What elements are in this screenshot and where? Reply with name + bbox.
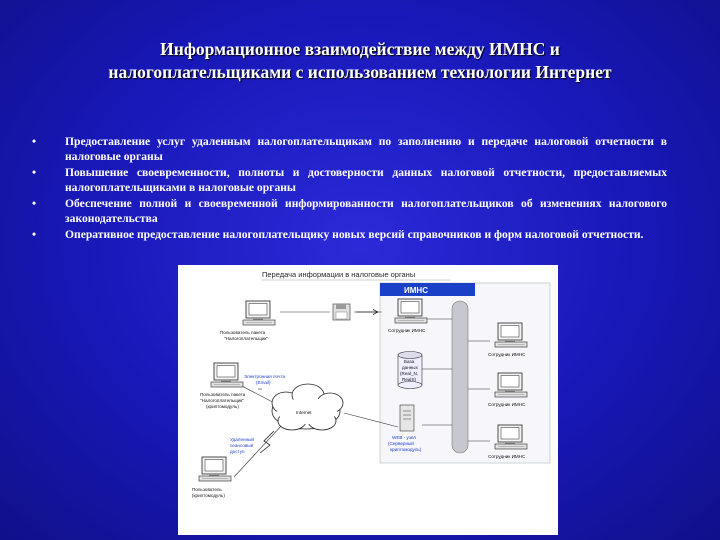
bullet-dot: • xyxy=(32,166,37,179)
employee-label: Сотрудник ИМНС xyxy=(488,402,526,407)
database-label-line: данных xyxy=(402,365,419,370)
bullet-item: • Оперативное предоставление налогоплател… xyxy=(32,228,667,243)
web-node-label-line: (Серверный xyxy=(388,440,414,446)
bullet-text: Обеспечение полной и своевременной инфор… xyxy=(65,197,667,225)
user-pkg-2-label-line: (криптомодуль) xyxy=(206,404,239,409)
link-user-cloud xyxy=(233,424,283,478)
slide-title: Информационное взаимодействие между ИМНС… xyxy=(40,38,680,84)
bullet-dot: • xyxy=(32,228,37,241)
bullet-dot: • xyxy=(32,197,37,210)
internet-label: Internet xyxy=(296,410,312,415)
floppy-disk-icon xyxy=(332,303,351,321)
user-pkg-1-label-line: Пользователь пакета xyxy=(220,330,266,335)
lightning-icon xyxy=(259,430,275,454)
database-label-line: RealS) xyxy=(402,377,417,382)
user-computer-icon xyxy=(242,300,276,326)
bullet-list: • Предоставление услуг удаленным налогопл… xyxy=(32,135,667,245)
user-pkg-2-label-line: "Налогоплательщик" xyxy=(200,398,244,403)
remote-access-label-line: Удаленный xyxy=(230,436,254,442)
employee-computer-icon xyxy=(494,424,528,450)
link-cloud-webnode xyxy=(343,412,399,428)
bullet-item: • Обеспечение полной и своевременной инфо… xyxy=(32,197,667,226)
database-label-line: (Real_N, xyxy=(400,371,418,376)
email-label-line: (Email) xyxy=(256,380,271,385)
diagram-title: Передача информации в налоговые органы xyxy=(262,270,415,279)
web-node-label-line: WEB - узел xyxy=(392,435,416,440)
user-computer-icon xyxy=(210,362,244,388)
web-node-label-line: криптомодуль) xyxy=(390,447,422,452)
slide-title-line-2: налогоплательщиками с использованием тех… xyxy=(108,62,612,82)
slide-title-line-1: Информационное взаимодействие между ИМНС… xyxy=(160,39,560,59)
user-computer-icon xyxy=(198,456,232,482)
bullet-item: • Повышение своевременности, полноты и до… xyxy=(32,166,667,195)
employee-computer-icon xyxy=(494,372,528,398)
imns-label: ИМНС xyxy=(404,286,428,295)
remote-access-label-line: доступ xyxy=(230,449,245,454)
employee-label: Сотрудник ИМНС xyxy=(388,328,426,333)
user-crypto-label-line: (криптомодуль) xyxy=(192,493,225,498)
employee-label: Сотрудник ИМНС xyxy=(488,454,526,459)
employee-computer-icon xyxy=(394,298,428,324)
bullet-item: • Предоставление услуг удаленным налогопл… xyxy=(32,135,667,164)
remote-access-label-line: сеансовый xyxy=(230,442,254,448)
user-pkg-1-label-line: "Налогоплательщик" xyxy=(224,336,268,341)
user-crypto-label-line: Пользователь xyxy=(192,487,222,492)
bullet-text: Оперативное предоставление налогоплатель… xyxy=(65,228,644,241)
email-label-line: Электронная почта xyxy=(244,374,285,379)
bullet-text: Предоставление услуг удаленным налогопла… xyxy=(65,135,667,163)
imns-header xyxy=(380,283,475,296)
network-diagram: Передача информации в налоговые органы И… xyxy=(178,265,558,535)
bullet-dot: • xyxy=(32,135,37,148)
database-label-line: База xyxy=(404,359,415,364)
database-icon xyxy=(397,351,423,389)
bullet-text: Повышение своевременности, полноты и дос… xyxy=(65,166,667,194)
employee-computer-icon xyxy=(494,322,528,348)
lan-bus xyxy=(451,300,469,454)
network-diagram-svg: Передача информации в налоговые органы И… xyxy=(192,270,551,498)
user-pkg-2-label-line: Пользователь пакета xyxy=(200,392,246,397)
internet-cloud-icon xyxy=(271,383,344,431)
web-server-icon xyxy=(399,404,415,432)
employee-label: Сотрудник ИМНС xyxy=(488,352,526,357)
arrow-floppy-to-imns xyxy=(356,309,379,315)
